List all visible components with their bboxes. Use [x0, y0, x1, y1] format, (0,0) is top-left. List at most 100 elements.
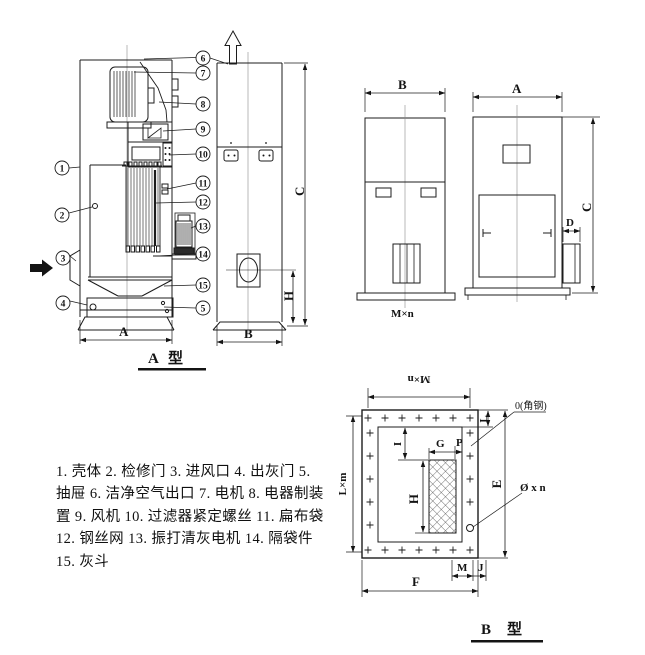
type-a-letter: A: [148, 351, 159, 367]
dim-label-m: M: [457, 562, 468, 574]
parts-list-line: 12. 钢丝网 13. 振打清灰电机 14. 隔袋件: [56, 531, 313, 548]
dim-label-j: J: [478, 562, 484, 574]
ash-hopper: [87, 276, 173, 297]
dim-label-f: F: [412, 574, 420, 589]
dim-label-a-top: A: [512, 81, 522, 96]
callout-1-num: 1: [60, 165, 65, 175]
callout-13-num: 13: [198, 223, 208, 233]
callout-10: [195, 146, 211, 162]
b-right-shell: [472, 116, 563, 289]
callout-11-num: 11: [199, 180, 208, 190]
motor: [106, 66, 155, 129]
dim-label-b-top: B: [398, 77, 407, 92]
base-plate: [464, 287, 571, 296]
dim-a-front: [79, 320, 173, 344]
callout-12-num: 12: [198, 199, 208, 209]
callout-8: [195, 96, 211, 112]
angle-steel-leader: [470, 411, 515, 447]
bolt-hole-label: Ø x n: [520, 482, 546, 494]
casing-profile: [139, 61, 168, 123]
electric-box-2: [171, 95, 179, 108]
filter-bags: [122, 161, 169, 253]
callout-6-num: 6: [201, 55, 206, 65]
callout-15: [195, 277, 211, 293]
callout-5: [195, 300, 211, 316]
callout-10-num: 10: [198, 151, 208, 161]
callout-1: [54, 160, 70, 176]
b-type-flange-view: [346, 388, 546, 597]
callout-14-num: 14: [198, 251, 208, 261]
callout-3-num: 3: [61, 255, 66, 265]
side-shell: [216, 62, 283, 310]
vibration-motor: [153, 212, 197, 260]
b-type-view-left: [356, 88, 456, 308]
inlet-port-frame: [236, 253, 261, 288]
angle-steel-label: 0(角钢): [515, 399, 547, 412]
callout-8-num: 8: [201, 101, 206, 111]
callout-6: [195, 50, 211, 66]
control-box: [502, 144, 531, 164]
outlet-arrow-icon: [224, 29, 242, 65]
callout-5-num: 5: [201, 305, 206, 315]
base-plate: [356, 292, 456, 301]
type-b-underline: [471, 640, 543, 643]
shell-outline: [79, 59, 173, 311]
latch-left: [223, 149, 239, 162]
filter-fastening-band: [127, 141, 173, 168]
bag-clamp: [161, 183, 169, 189]
vent-right: [420, 187, 437, 198]
dim-label-c-side: C: [292, 187, 307, 196]
dim-label-h-side: H: [281, 291, 296, 301]
type-b-word: 型: [507, 620, 522, 638]
ash-drawer: [86, 297, 174, 318]
bolt-label-mxn-top: M×n: [408, 373, 431, 385]
door-handles: [482, 229, 552, 237]
electric-box-1: [171, 78, 179, 91]
parts-list-line: 15. 灰斗: [56, 553, 110, 570]
front-view-type-a: A: [30, 45, 197, 344]
dim-label-l: L: [478, 415, 490, 422]
callout-9-num: 9: [201, 126, 206, 136]
callout-11: [195, 175, 211, 191]
screen-opening: [428, 459, 457, 534]
type-b-letter: B: [481, 622, 491, 638]
bolt-hole: [466, 524, 474, 532]
dim-label-i: I: [392, 442, 404, 446]
callouts-type-a: 1 2 3 4 6 7 8 9 10 11 12 13 14 15 5: [54, 50, 229, 316]
callout-4-num: 4: [61, 300, 66, 310]
callout-7-num: 7: [201, 70, 206, 80]
parts-list-line: 1. 壳体 2. 检修门 3. 进风口 4. 出灰门 5.: [56, 464, 311, 480]
callout-4: [55, 295, 71, 311]
bolt-label-mxn-bottom: M×n: [391, 308, 414, 320]
louver: [392, 243, 421, 284]
callout-15-num: 15: [198, 282, 208, 292]
parts-list-line: 置 9. 风机 10. 过滤器紧定螺丝 11. 扁布袋: [56, 508, 324, 525]
base-feet: [77, 310, 175, 331]
bolt-hole-leader: [472, 492, 523, 528]
callout-7: [195, 65, 211, 81]
big-door: [478, 194, 556, 278]
side-view-type-a: [212, 29, 308, 346]
dim-label-p: P: [456, 437, 463, 449]
parts-list: 1. 壳体 2. 检修门 3. 进风口 4. 出灰门 5. 抽屉 6. 洁净空气…: [56, 461, 352, 573]
flange-inner: [377, 426, 463, 543]
dim-label-a: A: [119, 324, 129, 339]
airflow-arrow-icon: [30, 259, 53, 277]
callout-2-num: 2: [60, 212, 65, 222]
fan: [127, 121, 173, 143]
door-handle: [92, 203, 98, 209]
bolt-marks: [364, 414, 474, 554]
dim-label-g: G: [436, 438, 445, 450]
callout-9: [195, 121, 211, 137]
type-a-underline: [138, 368, 206, 371]
callout-12: [195, 194, 211, 210]
dim-label-d: D: [566, 217, 574, 229]
type-b-title: B 型: [471, 620, 543, 643]
type-a-word: 型: [168, 349, 183, 367]
air-inlet-duct: [69, 249, 81, 287]
parts-list-line: 抽屉 6. 洁净空气出口 7. 电机 8. 电器制装: [56, 486, 324, 503]
callout-13: [195, 218, 211, 234]
dim-label-b-side: B: [244, 326, 253, 341]
